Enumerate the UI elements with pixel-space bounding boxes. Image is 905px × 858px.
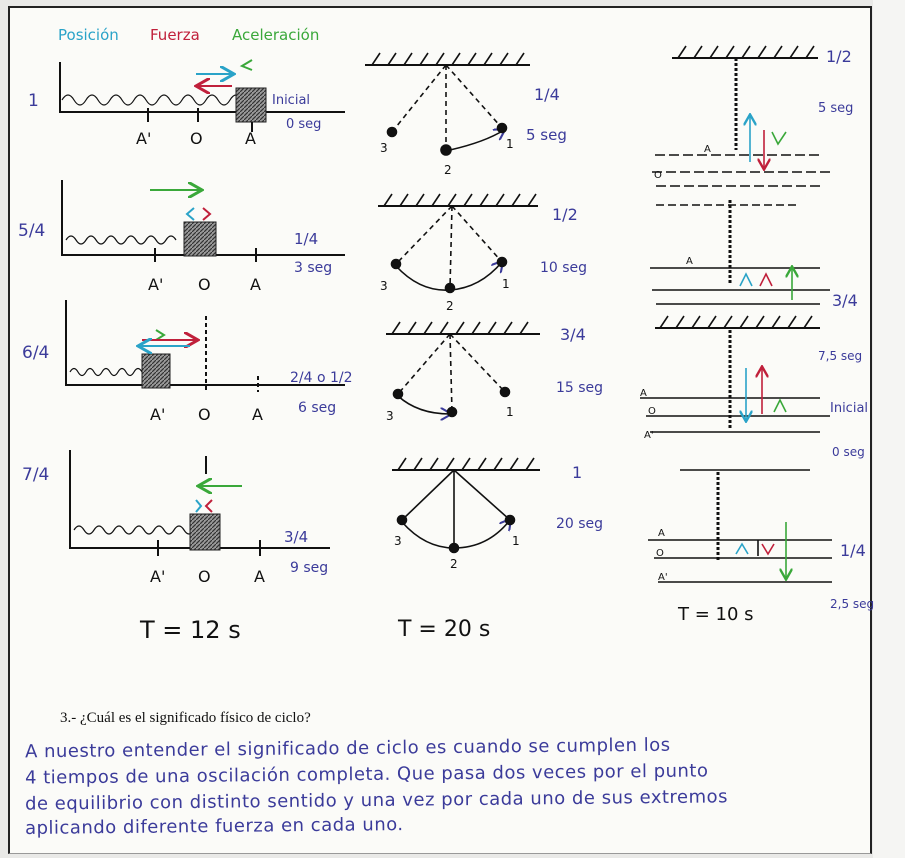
vertical-label-a: A	[658, 528, 665, 539]
pendulum-time-b: 15 seg	[556, 380, 603, 396]
spring-time-b: 9 seg	[290, 560, 328, 576]
page-margin	[873, 0, 905, 858]
point-3: 3	[380, 141, 388, 155]
vertical-row-2	[650, 200, 830, 305]
vertical-label-o: O	[648, 406, 656, 417]
vertical-time-a: 1/2	[826, 47, 852, 66]
point-1: 1	[512, 534, 520, 548]
pendulum-row-2	[378, 193, 538, 294]
pendulum-time-b: 20 seg	[556, 516, 603, 532]
question-3: 3.- ¿Cuál es el significado físico de ci…	[60, 710, 311, 726]
spring-row-1	[59, 59, 345, 132]
spring-row-4	[69, 450, 330, 556]
point-3: 3	[380, 279, 388, 293]
vertical-label-a: A	[640, 388, 647, 399]
vertical-labels: 1/2 5 seg 3/4 7,5 seg Inicial 0 seg 1/4 …	[640, 47, 874, 625]
pendulum-time-a: 1/2	[552, 205, 578, 224]
pendulum-row-3	[386, 321, 540, 417]
spring-time-a: 3/4	[284, 528, 308, 546]
pendulum-row-1	[365, 52, 530, 156]
pendulum-time-a: 3/4	[560, 325, 586, 344]
axis-a-prime: A'	[148, 275, 163, 294]
spring-time-a: 1/4	[294, 230, 318, 248]
vertical-label-o: O	[654, 170, 662, 181]
pendulum-time-b: 5 seg	[526, 126, 567, 144]
vertical-diagrams	[640, 45, 832, 583]
worksheet-page	[8, 6, 872, 854]
vertical-label-a-prime: A'	[644, 430, 654, 441]
vertical-label-a: A	[704, 144, 711, 155]
legend-aceleracion: Aceleración	[232, 26, 319, 44]
legend-posicion: Posición	[58, 26, 119, 44]
spring-row-2	[61, 180, 345, 262]
spring-row-3	[65, 300, 345, 392]
pendulum-time-a: 1	[572, 463, 582, 482]
vertical-time-a: 1/4	[840, 541, 866, 560]
vertical-period: T = 10 s	[677, 604, 754, 625]
vertical-time-b: 7,5 seg	[818, 349, 862, 363]
axis-a-prime: A'	[136, 129, 151, 148]
spring-time-a: Inicial	[272, 93, 310, 108]
pendulum-labels: 3 2 1 3 2 1 3 1 3 2 1 1/4 5 seg 1/2 10 s…	[380, 85, 603, 642]
vertical-label-a-prime: A'	[658, 572, 668, 583]
vertical-label-a: A	[686, 256, 693, 267]
vertical-time-a: Inicial	[830, 401, 868, 416]
point-1: 1	[502, 277, 510, 291]
spring-time-b: 0 seg	[286, 117, 321, 132]
pendulum-row-4	[392, 457, 540, 554]
point-1: 1	[506, 137, 514, 151]
spring-time-b: 6 seg	[298, 400, 336, 416]
answer-line-4: aplicando diferente fuerza en cada uno.	[24, 814, 404, 839]
axis-o: O	[198, 275, 211, 294]
axis-a-prime: A'	[150, 567, 165, 586]
pendulum-diagrams	[365, 52, 540, 554]
spring-row-label: 7/4	[22, 465, 49, 485]
point-2: 2	[450, 557, 458, 571]
axis-a: A	[245, 129, 256, 148]
spring-labels: 1 5/4 6/4 7/4 Inicial 0 seg 1/4 3 seg 2/…	[18, 91, 353, 644]
vertical-row-3	[640, 315, 830, 433]
spring-row-label: 1	[28, 91, 39, 111]
axis-a: A	[254, 567, 265, 586]
spring-row-label: 5/4	[18, 221, 45, 241]
point-3: 3	[386, 409, 394, 423]
legend-fuerza: Fuerza	[150, 26, 200, 44]
point-1: 1	[506, 405, 514, 419]
pendulum-period: T = 20 s	[397, 617, 490, 642]
vertical-label-o: O	[656, 548, 664, 559]
spring-time-a: 2/4 o 1/2	[290, 370, 353, 386]
pendulum-time-b: 10 seg	[540, 260, 587, 276]
pendulum-time-a: 1/4	[534, 85, 560, 104]
vertical-time-b: 5 seg	[818, 101, 853, 116]
vertical-time-a: 3/4	[832, 291, 858, 310]
point-3: 3	[394, 534, 402, 548]
spring-period: T = 12 s	[139, 616, 241, 644]
point-2: 2	[444, 163, 452, 177]
vertical-row-4	[648, 469, 832, 583]
vertical-time-b: 2,5 seg	[830, 597, 874, 611]
axis-a: A	[252, 405, 263, 424]
spring-row-label: 6/4	[22, 343, 49, 363]
spring-time-b: 3 seg	[294, 260, 332, 276]
axis-a-prime: A'	[150, 405, 165, 424]
point-2: 2	[446, 299, 454, 313]
vertical-time-b: 0 seg	[832, 445, 865, 459]
legend: Posición Fuerza Aceleración	[58, 26, 319, 44]
axis-o: O	[198, 567, 211, 586]
axis-a: A	[250, 275, 261, 294]
axis-o: O	[198, 405, 211, 424]
spring-diagrams	[59, 59, 345, 556]
vertical-row-1	[652, 45, 830, 187]
axis-o: O	[190, 129, 203, 148]
